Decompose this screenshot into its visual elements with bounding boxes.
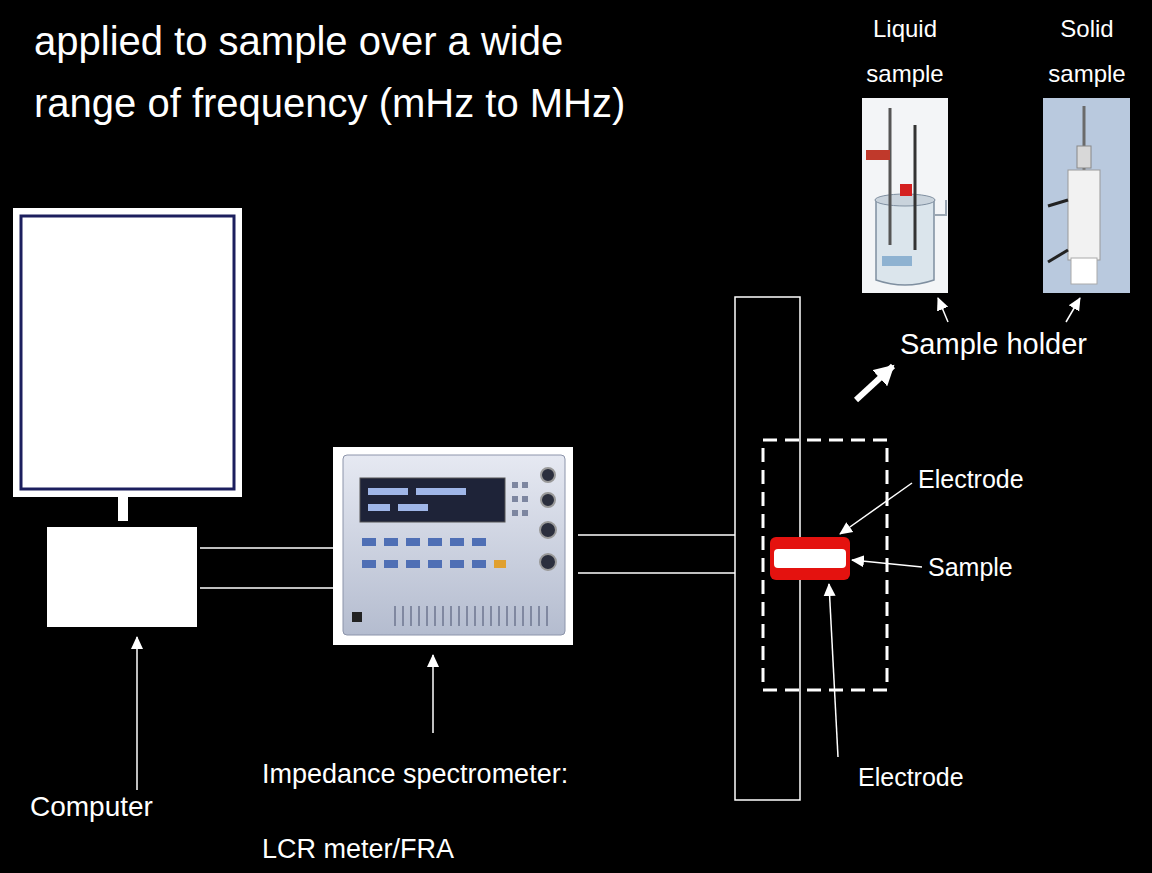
wire [200, 587, 333, 589]
sample-type-label: Solid sample [1028, 6, 1146, 96]
computer-box [47, 527, 197, 627]
sample-disc [774, 549, 846, 568]
sample-holder-heading: Solid sample [1028, 6, 1146, 96]
holder-region [763, 440, 887, 690]
part-label: Electrode [918, 464, 1024, 494]
leader-arrow [829, 584, 838, 757]
component-label: Computer [30, 790, 153, 824]
wire [578, 534, 735, 536]
part-label: Sample [928, 552, 1013, 582]
sample-holder-heading: Liquid sample [845, 6, 965, 96]
leader-arrow [938, 298, 948, 322]
component-label: LCR meter/FRA [262, 833, 454, 865]
part-label: Sample holder [900, 327, 1087, 362]
leader-arrow [432, 655, 434, 733]
spectrometer-picture [333, 447, 573, 645]
component-label: Impedance spectrometer: [262, 758, 568, 790]
monitor-screen [21, 216, 234, 489]
leader-arrow [1066, 298, 1080, 322]
liquid-cell-picture [862, 98, 948, 293]
part-label: Electrode [858, 762, 964, 792]
leader-arrow [852, 560, 922, 567]
solid-holder-picture [1043, 98, 1130, 293]
wire [578, 572, 735, 574]
electrode-pair [770, 537, 850, 580]
monitor-frame [13, 208, 242, 497]
leader-arrow [840, 483, 912, 534]
holder-arrow [856, 366, 893, 400]
slide-title: applied to sample over a wide range of f… [34, 10, 634, 134]
wire [200, 547, 333, 549]
leader-arrow [136, 637, 138, 790]
monitor-stand [118, 497, 128, 521]
sample-type-label: Liquid sample [845, 6, 965, 96]
